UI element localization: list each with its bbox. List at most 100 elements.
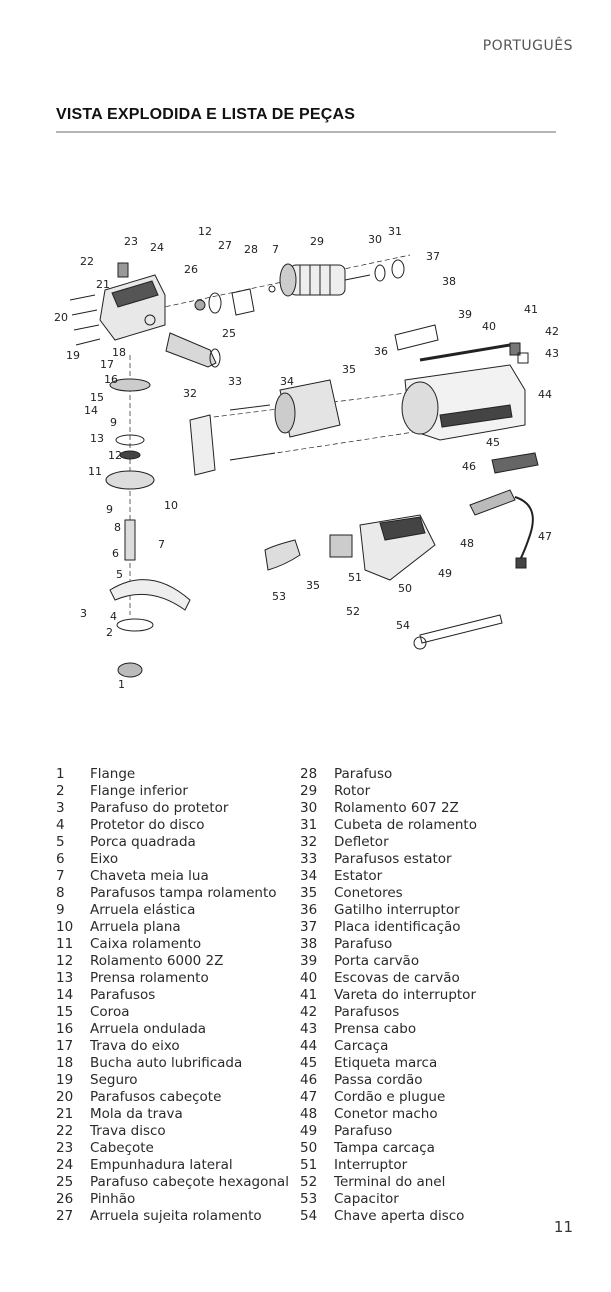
- part-number: 45: [300, 1055, 318, 1071]
- part-name: Parafuso: [334, 766, 393, 782]
- part-row: 49 Parafuso: [300, 1123, 477, 1140]
- svg-text:9: 9: [106, 503, 113, 516]
- svg-text:16: 16: [104, 373, 118, 386]
- svg-text:12: 12: [108, 449, 122, 462]
- section-title: VISTA EXPLODIDA E LISTA DE PEÇAS: [56, 106, 356, 123]
- part-name: Rolamento 607 2Z: [334, 800, 459, 816]
- part-number: 4: [56, 817, 65, 833]
- part-name: Parafuso: [334, 1123, 393, 1139]
- part-row: 28 Parafuso: [300, 766, 477, 783]
- part-name: Pinhão: [90, 1191, 136, 1207]
- part-name: Carcaça: [334, 1038, 389, 1054]
- svg-text:35: 35: [342, 363, 356, 376]
- part-number: 6: [56, 851, 65, 867]
- svg-text:21: 21: [96, 278, 110, 291]
- part-row: 48 Conetor macho: [300, 1106, 477, 1123]
- part-number: 27: [56, 1208, 74, 1224]
- part-number: 39: [300, 953, 318, 969]
- part-name: Passa cordão: [334, 1072, 423, 1088]
- part-name: Chave aperta disco: [334, 1208, 465, 1224]
- part-number: 31: [300, 817, 318, 833]
- part-row: 8 Parafusos tampa rolamento: [56, 885, 289, 902]
- title-divider: [56, 131, 556, 133]
- part-name: Porta carvão: [334, 953, 420, 969]
- part-name: Parafuso do protetor: [90, 800, 229, 816]
- svg-text:4: 4: [110, 610, 117, 623]
- part-number: 47: [300, 1089, 318, 1105]
- part-number: 43: [300, 1021, 318, 1037]
- part-number: 42: [300, 1004, 318, 1020]
- part-name: Coroa: [90, 1004, 130, 1020]
- part-number: 29: [300, 783, 318, 799]
- part-number: 53: [300, 1191, 318, 1207]
- svg-text:32: 32: [183, 387, 197, 400]
- part-row: 51 Interruptor: [300, 1157, 477, 1174]
- svg-text:10: 10: [164, 499, 178, 512]
- svg-text:48: 48: [460, 537, 474, 550]
- part-number: 51: [300, 1157, 318, 1173]
- svg-text:46: 46: [462, 460, 476, 473]
- part-number: 49: [300, 1123, 318, 1139]
- part-row: 4 Protetor do disco: [56, 817, 289, 834]
- svg-text:11: 11: [88, 465, 102, 478]
- svg-text:43: 43: [545, 347, 559, 360]
- part-name: Arruela ondulada: [90, 1021, 207, 1037]
- part-name: Porca quadrada: [90, 834, 196, 850]
- part-name: Parafuso cabeçote hexagonal: [90, 1174, 289, 1190]
- part-name: Eixo: [90, 851, 119, 867]
- part-name: Interruptor: [334, 1157, 408, 1173]
- part-name: Cubeta de rolamento: [334, 817, 477, 833]
- part-number: 30: [300, 800, 318, 816]
- part-name: Parafusos: [334, 1004, 400, 1020]
- part-row: 30 Rolamento 607 2Z: [300, 800, 477, 817]
- part-row: 39 Porta carvão: [300, 953, 477, 970]
- part-name: Parafusos tampa rolamento: [90, 885, 277, 901]
- svg-text:49: 49: [438, 567, 452, 580]
- svg-text:42: 42: [545, 325, 559, 338]
- part-name: Estator: [334, 868, 383, 884]
- part-row: 31 Cubeta de rolamento: [300, 817, 477, 834]
- part-number: 1: [56, 766, 65, 782]
- part-name: Flange inferior: [90, 783, 188, 799]
- part-number: 9: [56, 902, 65, 918]
- part-row: 26 Pinhão: [56, 1191, 289, 1208]
- part-number: 26: [56, 1191, 74, 1207]
- svg-text:2: 2: [106, 626, 113, 639]
- part-name: Gatilho interruptor: [334, 902, 460, 918]
- svg-text:47: 47: [538, 530, 552, 543]
- svg-text:15: 15: [90, 391, 104, 404]
- language-label: PORTUGUÊS: [482, 38, 573, 54]
- part-name: Conetor macho: [334, 1106, 438, 1122]
- svg-text:19: 19: [66, 349, 80, 362]
- part-name: Protetor do disco: [90, 817, 205, 833]
- svg-text:51: 51: [348, 571, 362, 584]
- part-number: 48: [300, 1106, 318, 1122]
- svg-text:33: 33: [228, 375, 242, 388]
- part-number: 8: [56, 885, 65, 901]
- part-name: Empunhadura lateral: [90, 1157, 233, 1173]
- part-name: Prensa cabo: [334, 1021, 417, 1037]
- svg-text:17: 17: [100, 358, 114, 371]
- part-number: 28: [300, 766, 318, 782]
- svg-text:54: 54: [396, 619, 410, 632]
- part-number: 25: [56, 1174, 74, 1190]
